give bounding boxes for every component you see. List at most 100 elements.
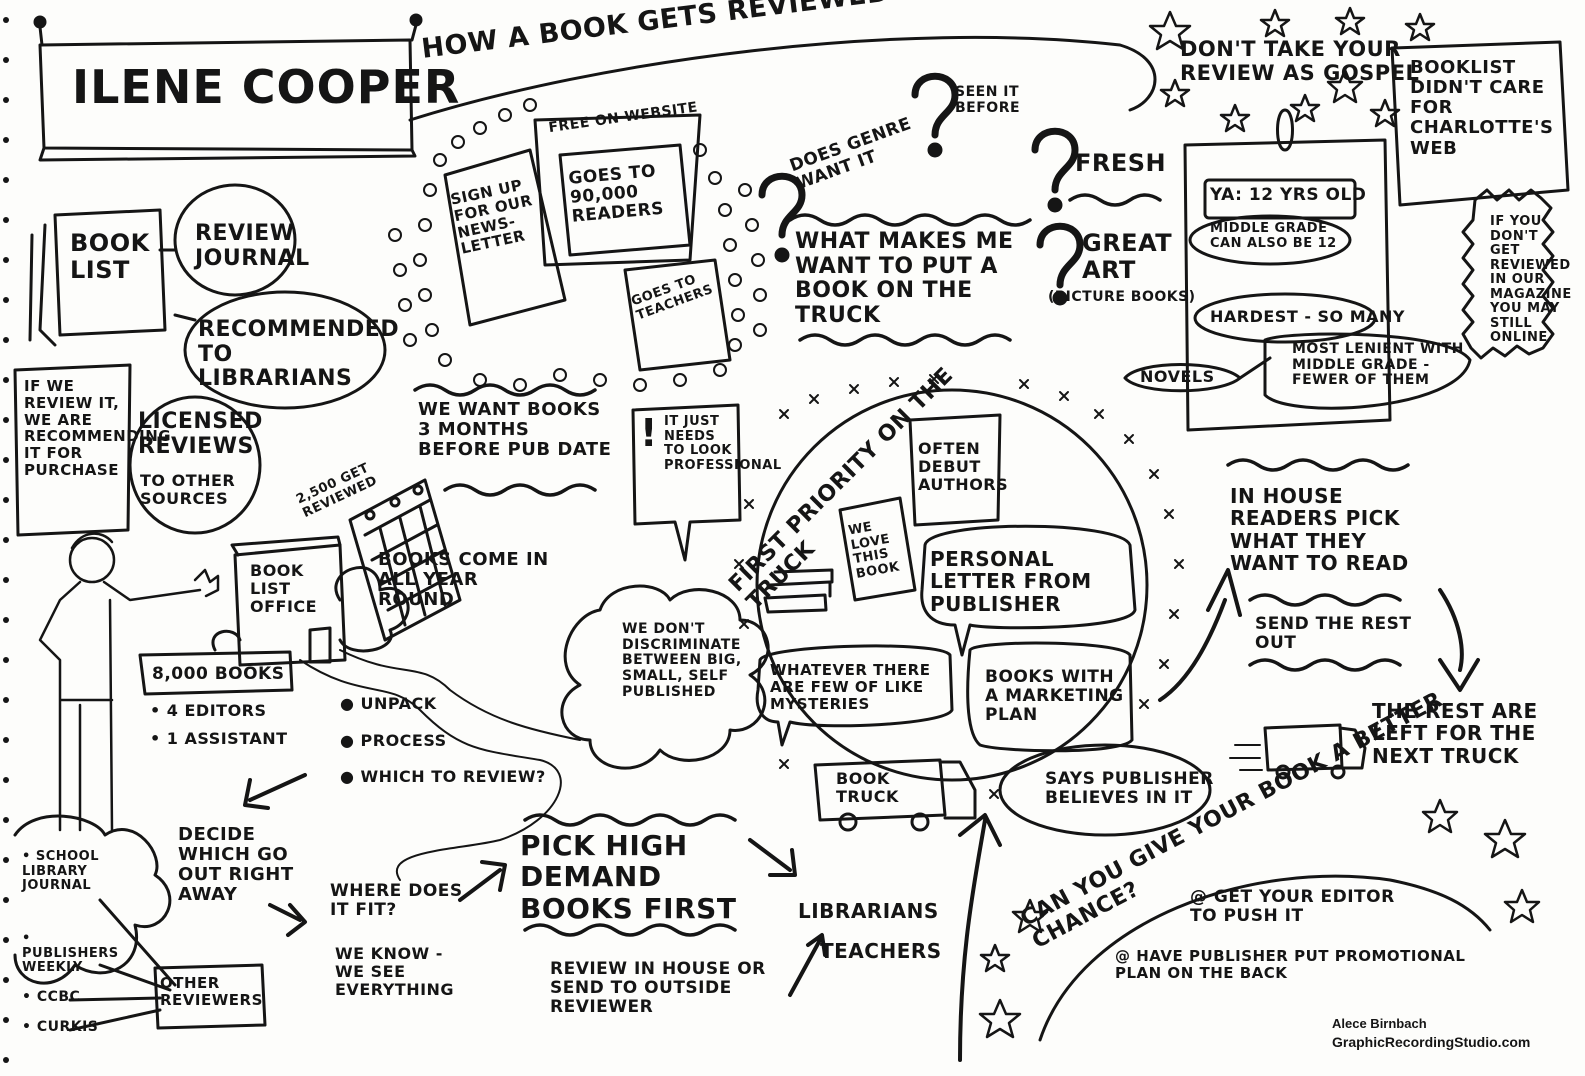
hardest-label: HARDEST - SO MANY bbox=[1210, 307, 1405, 326]
promo-tip: @ HAVE PUBLISHER PUT PROMOTIONAL PLAN ON… bbox=[1115, 947, 1466, 982]
believes-oval bbox=[998, 743, 1212, 837]
book-truck bbox=[813, 758, 977, 832]
marketing-bubble bbox=[966, 641, 1134, 753]
recommended-label: RECOMMENDED TO LIBRARIANS bbox=[198, 317, 400, 392]
charlotte-note bbox=[1390, 40, 1570, 207]
professional-sign bbox=[631, 403, 742, 562]
letter-note: PERSONAL LETTER FROM PUBLISHER bbox=[930, 547, 1092, 616]
librarians-label: LIBRARIANS bbox=[798, 899, 939, 923]
winding-road bbox=[299, 649, 581, 881]
step-process-text: PROCESS bbox=[360, 731, 447, 750]
teachers-audience-label: TEACHERS bbox=[820, 939, 942, 963]
presenter-name: ILENE COOPER bbox=[72, 60, 461, 114]
professional-note: IT JUST NEEDS TO LOOK PROFESSIONAL bbox=[664, 414, 782, 473]
review-house-note: REVIEW IN HOUSE OR SEND TO OUTSIDE REVIE… bbox=[550, 959, 766, 1018]
where-fit-note: WHERE DOES IT FIT? bbox=[330, 881, 463, 921]
booklist-label: BOOK LIST bbox=[70, 229, 150, 284]
binding-spiral bbox=[3, 17, 9, 1063]
chance-arc bbox=[1038, 874, 1492, 1042]
gospel-note: DON'T TAKE YOUR REVIEW AS GOSPEL bbox=[1180, 37, 1420, 85]
truck-want-note: WHAT MAKES ME WANT TO PUT A BOOK ON THE … bbox=[795, 229, 1014, 328]
middle-grade-label: MIDDLE GRADE CAN ALSO BE 12 bbox=[1210, 221, 1337, 251]
mysteries-note: WHATEVER THERE ARE FEW OF LIKE MYSTERIES bbox=[770, 661, 931, 713]
first-priority-globe bbox=[755, 388, 1149, 782]
lenient-note: MOST LENIENT WITH MIDDLE GRADE - FEWER O… bbox=[1292, 341, 1464, 389]
step-which: ● WHICH TO REVIEW? bbox=[340, 767, 546, 786]
title-banner bbox=[33, 13, 1157, 162]
three-months-note: WE WANT BOOKS 3 MONTHS BEFORE PUB DATE bbox=[418, 399, 612, 461]
mysteries-bubble bbox=[755, 644, 954, 747]
next-truck bbox=[1229, 723, 1367, 780]
ya-label: YA: 12 YRS OLD bbox=[1210, 185, 1367, 205]
online-badge bbox=[1461, 188, 1555, 360]
readers-label: GOES TO 90,000 READERS bbox=[567, 161, 665, 227]
reviewer-ccbc-text: CCBC bbox=[36, 989, 81, 1005]
reviewer-school-library: • SCHOOL LIBRARY JOURNAL bbox=[22, 849, 100, 894]
novels-label: NOVELS bbox=[1140, 367, 1215, 386]
books-stack bbox=[763, 568, 834, 614]
readers-card bbox=[558, 143, 692, 257]
assistant-count: • 1 ASSISTANT bbox=[150, 729, 288, 748]
we-know-note: WE KNOW - WE SEE EVERYTHING bbox=[335, 944, 455, 999]
globe-sparkles bbox=[734, 374, 1184, 799]
booklist-office-building bbox=[138, 535, 410, 696]
year-round-note: BOOKS COME IN ALL YEAR ROUND bbox=[378, 549, 549, 611]
licensed-circle bbox=[128, 395, 262, 535]
love-note: WE LOVE THIS BOOK bbox=[847, 519, 901, 582]
send-rest-note: SEND THE REST OUT bbox=[1255, 614, 1412, 654]
fresh-note: FRESH bbox=[1075, 149, 1167, 177]
discriminate-cloud bbox=[560, 584, 770, 770]
purchase-sign bbox=[13, 363, 132, 537]
reviewer-publishers-weekly: • PUBLISHERS WEEKLY bbox=[22, 931, 119, 976]
office-label: BOOK LIST OFFICE bbox=[250, 561, 318, 616]
exclamation-icon: ! bbox=[640, 411, 658, 455]
decide-note: DECIDE WHICH GO OUT RIGHT AWAY bbox=[178, 824, 294, 906]
letter-bubble bbox=[920, 524, 1137, 657]
purchase-note: IF WE REVIEW IT, WE ARE RECOMMENDING IT … bbox=[24, 377, 172, 479]
reviewer-curkis: • CURKIS bbox=[22, 1019, 99, 1035]
licensed-label: LICENSED REVIEWS bbox=[138, 409, 263, 459]
seen-note: SEEN IT BEFORE bbox=[955, 84, 1021, 116]
high-demand-note: PICK HIGH DEMAND BOOKS FIRST bbox=[520, 829, 737, 925]
step-unpack-text: UNPACK bbox=[360, 694, 437, 713]
marketing-note: BOOKS WITH A MARKETING PLAN bbox=[985, 667, 1124, 726]
picture-books-note: (PICTURE BOOKS) bbox=[1048, 289, 1196, 305]
recommended-circle bbox=[183, 290, 387, 410]
in-house-note: IN HOUSE READERS PICK WHAT THEY WANT TO … bbox=[1230, 484, 1409, 576]
step-process: ● PROCESS bbox=[340, 731, 447, 750]
licensed-sub: TO OTHER SOURCES bbox=[140, 471, 236, 508]
book-truck-label: BOOK TRUCK bbox=[836, 769, 899, 806]
booklist-book bbox=[28, 208, 167, 347]
editor-tip-text: GET YOUR EDITOR TO PUSH IT bbox=[1190, 887, 1395, 927]
charlotte-note-text: BOOKLIST DIDN'T CARE FOR CHARLOTTE'S WEB bbox=[1410, 57, 1554, 159]
other-reviewers-label: OTHER REVIEWERS bbox=[160, 974, 263, 1009]
reader-bubbles bbox=[388, 98, 767, 392]
website-card bbox=[533, 113, 702, 267]
reviewer-ccbc: • CCBC bbox=[22, 989, 81, 1005]
discriminate-note: WE DON'T DISCRIMINATE BETWEEN BIG, SMALL… bbox=[622, 621, 742, 700]
online-note: IF YOU DON'T GET REVIEWED IN OUR MAGAZIN… bbox=[1490, 214, 1572, 346]
debut-note: OFTEN DEBUT AUTHORS bbox=[918, 439, 1009, 494]
clipboard-drawing bbox=[1123, 108, 1472, 432]
reviewer-pw-text: PUBLISHERS WEEKLY bbox=[22, 945, 119, 976]
step-unpack: ● UNPACK bbox=[340, 694, 437, 713]
credit-author: Alece Birnbach bbox=[1332, 1016, 1427, 1031]
review-journal-label: REVIEW JOURNAL bbox=[195, 221, 310, 271]
rest-left-note: THE REST ARE LEFT FOR THE NEXT TRUCK bbox=[1372, 699, 1538, 768]
books-count: 8,000 BOOKS bbox=[152, 664, 285, 684]
other-reviewers-box bbox=[153, 963, 267, 1030]
calendar-drawing bbox=[348, 478, 462, 642]
editor-tip: @ GET YOUR EDITOR TO PUSH IT bbox=[1190, 887, 1395, 927]
love-bubble bbox=[838, 496, 917, 602]
wavy-dividers bbox=[413, 193, 1410, 937]
presenter-figure bbox=[38, 532, 220, 832]
teachers-card bbox=[623, 258, 732, 372]
review-journal-circle bbox=[173, 183, 297, 297]
credit-site[interactable]: GraphicRecordingStudio.com bbox=[1332, 1034, 1531, 1050]
reviewers-cloud bbox=[13, 814, 172, 985]
step-which-text: WHICH TO REVIEW? bbox=[360, 767, 546, 786]
newsletter-card bbox=[443, 148, 567, 327]
question-mark-icons bbox=[758, 72, 1084, 306]
